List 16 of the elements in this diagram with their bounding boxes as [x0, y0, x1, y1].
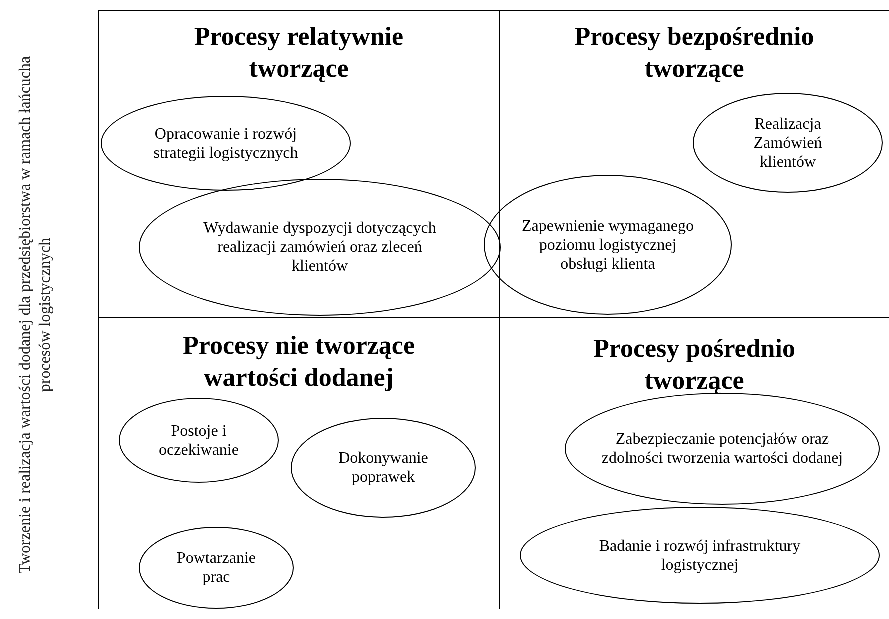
quadrant-panel: [500, 10, 889, 318]
process-ellipse: Opracowanie i rozwój strategii logistycznych: [101, 96, 351, 191]
quadrant-panel: [98, 10, 500, 318]
process-ellipse: Dokonywanie poprawek: [291, 418, 476, 518]
quadrant-heading: Procesy bezpośrednio tworzące: [574, 21, 816, 85]
axis-label: Tworzenie i realizacja wartości dodanej dla przedsiębiorstwa w ramach łańcucha procesów logistycznych: [16, 55, 55, 576]
process-ellipse: Zapewnienie wymaganego poziomu logistycznej obsługi klienta: [484, 175, 732, 315]
quadrant-panel: [98, 318, 500, 609]
process-ellipse: Badanie i rozwój infrastruktury logistycznej: [520, 507, 880, 604]
process-ellipse: Wydawanie dyspozycji dotyczących realizacji zamówień oraz zleceń klientów: [139, 179, 501, 316]
process-ellipse: Zabezpieczanie potencjałów oraz zdolności tworzenia wartości dodanej: [565, 393, 880, 505]
quadrant-heading: Procesy nie tworzące wartości dodanej: [182, 330, 416, 394]
process-ellipse: Powtarzanie prac: [139, 527, 294, 609]
process-ellipse: Realizacja Zamówień klientów: [693, 93, 883, 193]
process-ellipse: Postoje i oczekiwanie: [119, 398, 279, 483]
quadrant-heading: Procesy relatywnie tworzące: [193, 21, 405, 85]
